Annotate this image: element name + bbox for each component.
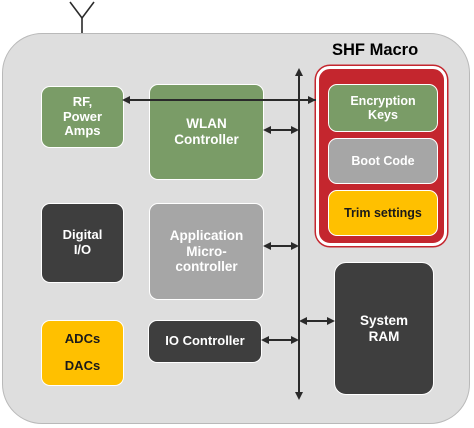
adcs-label: ADCs xyxy=(64,331,101,347)
digital-io-block: Digital I/O xyxy=(41,203,124,283)
adcs-dacs-block: ADCs DACs xyxy=(41,320,124,386)
system-ram-block: System RAM xyxy=(334,262,434,395)
trim-settings-block: Trim settings xyxy=(328,190,438,236)
io-controller-block: IO Controller xyxy=(148,320,262,363)
boot-code-block: Boot Code xyxy=(328,138,438,184)
rf-power-amps-block: RF, Power Amps xyxy=(41,86,124,148)
dacs-label: DACs xyxy=(64,357,101,373)
macro-title: SHF Macro xyxy=(332,41,419,59)
application-microcontroller-block: Application Micro- controller xyxy=(149,203,264,300)
encryption-keys-block: Encryption Keys xyxy=(328,84,438,132)
